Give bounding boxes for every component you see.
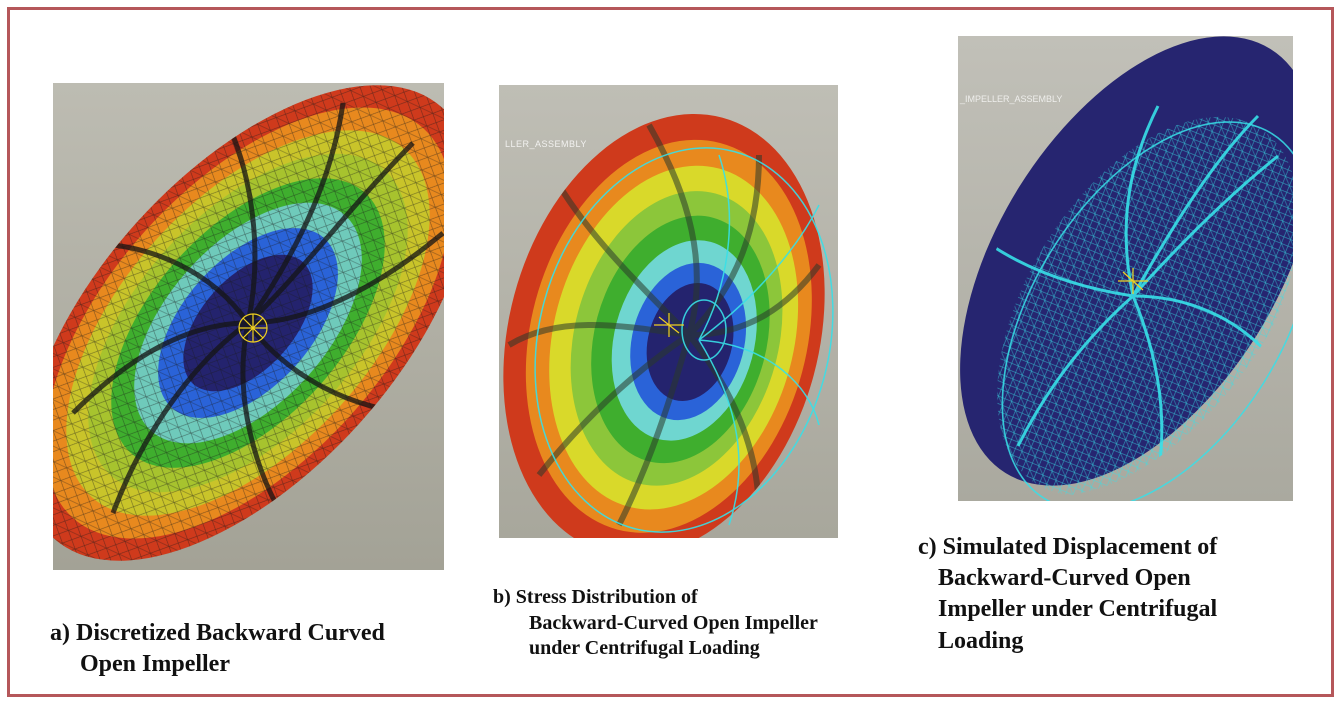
panel-c-image: _IMPELLER_ASSEMBLY xyxy=(958,36,1293,501)
caption-a-line-2: Open Impeller xyxy=(80,650,230,677)
caption-c-line-4: Loading xyxy=(938,627,1024,654)
caption-b: b) Stress Distribution of Backward-Curve… xyxy=(493,585,818,662)
model-assembly-label-b: LLER_ASSEMBLY xyxy=(505,139,587,149)
displacement-wireframe-render: _IMPELLER_ASSEMBLY xyxy=(958,36,1293,501)
caption-c-line-1: c) Simulated Displacement of xyxy=(918,534,1218,560)
caption-a-line-1: a) Discretized Backward Curved xyxy=(50,620,385,646)
caption-b-line-1: b) Stress Distribution of xyxy=(493,586,698,608)
impeller-mesh-render xyxy=(53,83,444,570)
panel-b-image: LLER_ASSEMBLY xyxy=(499,85,838,538)
caption-c: c) Simulated Displacement of Backward-Cu… xyxy=(918,532,1217,657)
model-assembly-label-c: _IMPELLER_ASSEMBLY xyxy=(959,94,1062,104)
caption-b-line-2: Backward-Curved Open Impeller xyxy=(529,611,818,634)
caption-b-line-3: under Centrifugal Loading xyxy=(529,637,760,660)
caption-a: a) Discretized Backward Curved Open Impe… xyxy=(50,618,385,679)
stress-contour-render: LLER_ASSEMBLY xyxy=(499,85,838,538)
panel-a-image xyxy=(53,83,444,570)
caption-c-line-3: Impeller under Centrifugal xyxy=(938,596,1218,623)
caption-c-line-2: Backward-Curved Open xyxy=(938,565,1191,592)
